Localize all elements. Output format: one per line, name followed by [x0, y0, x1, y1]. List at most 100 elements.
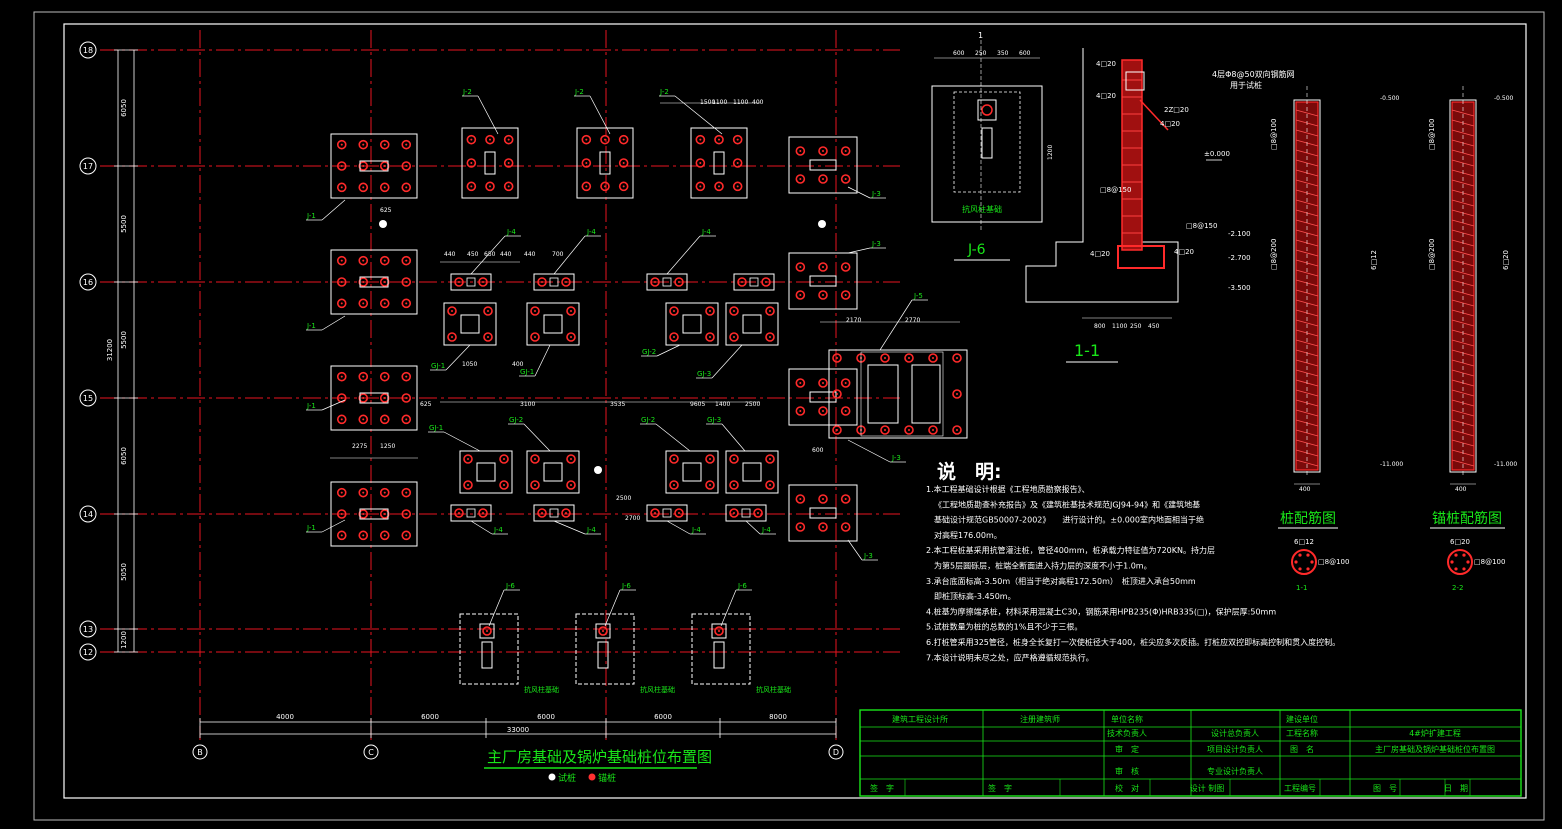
pile-center	[622, 162, 625, 164]
foundation-tag: J-4	[586, 526, 596, 534]
pile-mark	[732, 134, 743, 145]
note-line: 1.本工程基础设计根据《工程地质勘察报告》、	[926, 484, 1090, 494]
column-outline	[543, 314, 563, 334]
pile-center	[604, 138, 606, 141]
dim-label: 440	[524, 251, 536, 258]
spiral-stirrup	[1451, 249, 1475, 257]
pile-mark	[765, 332, 775, 342]
pile-center	[884, 429, 886, 431]
pile-center	[836, 429, 838, 431]
pile-mark	[379, 509, 390, 519]
axis-label: 18	[83, 46, 93, 55]
pile-mark	[928, 425, 938, 435]
pile-center	[844, 266, 847, 268]
pile-center	[956, 357, 958, 359]
foundation-tag: J-3	[891, 454, 901, 462]
pile-center	[383, 165, 386, 167]
section-label: 1-1	[1296, 584, 1307, 592]
pile-center	[908, 357, 910, 359]
spiral-stirrup	[1451, 389, 1475, 397]
foundation-tag: J-1	[306, 402, 316, 410]
pile-center	[534, 458, 536, 460]
pile-center	[718, 138, 720, 141]
pile-mark	[705, 480, 715, 490]
pile-center	[534, 484, 536, 486]
foundation-tag: J-4	[506, 228, 516, 236]
spiral-stirrup	[1295, 339, 1319, 347]
axis-bubble	[79, 157, 97, 175]
pile-center	[585, 138, 588, 141]
dim-label: 625	[380, 207, 392, 214]
foundation-tag: J-1	[306, 322, 316, 330]
pile-cap	[461, 127, 519, 199]
level-label: -0.500	[1380, 95, 1400, 102]
pile-mark	[379, 487, 390, 498]
column-outline	[466, 508, 476, 518]
leader-line	[443, 431, 481, 452]
pile-mark	[499, 480, 509, 490]
pile-cap	[526, 302, 580, 346]
titleblock-cell: 技术负责人	[1107, 728, 1147, 738]
pile-mark	[795, 378, 806, 388]
pile-mark	[705, 454, 715, 464]
pile-mark	[485, 181, 495, 192]
dim-label: 450	[1148, 323, 1160, 330]
dim-label: 1100	[712, 99, 727, 106]
pile-mark	[379, 298, 390, 309]
pile-mark	[358, 255, 369, 266]
pile-mark	[669, 454, 679, 464]
pile-center	[405, 281, 408, 283]
pile-center	[340, 534, 343, 537]
pile-mark	[618, 134, 629, 145]
rebar-dot	[1462, 553, 1466, 557]
section-marker: 1	[978, 31, 983, 40]
leader-line	[604, 589, 621, 627]
pile-center	[383, 259, 386, 262]
dim-label: 600	[953, 50, 965, 57]
pile-mark	[840, 146, 851, 156]
pile-center	[844, 294, 847, 296]
pile-center	[383, 418, 386, 421]
cap-outline	[330, 133, 418, 199]
pile-mark	[379, 161, 390, 171]
column-outline	[682, 314, 702, 334]
titleblock-cell: 单位名称	[1111, 714, 1143, 724]
cap-outline	[575, 613, 635, 685]
column-outline	[682, 462, 702, 482]
foundation-tag: GJ-1	[520, 368, 534, 376]
cap-outline	[665, 450, 719, 494]
rebar-label: □8@150	[1186, 222, 1217, 230]
pile-center	[699, 162, 702, 164]
pile-mark	[904, 353, 914, 363]
pile-mark	[447, 306, 457, 316]
pile-center	[340, 418, 343, 421]
pile-cap	[330, 133, 418, 199]
foundation-tag: J-3	[863, 552, 873, 560]
titleblock-cell: 主厂房基础及锅炉基础桩位布置图	[1375, 744, 1495, 754]
pile-mark	[581, 181, 592, 192]
column-outline	[476, 462, 496, 482]
pile-center	[699, 138, 702, 141]
dim-label: 1200	[120, 631, 128, 649]
pile-center	[458, 281, 460, 283]
column-outline	[741, 508, 751, 518]
axis-bubble	[363, 744, 379, 760]
note-line: 6.打桩管采用325管径，桩身全长复打一次使桩径大于400，桩尖应多次反插。打桩…	[926, 637, 1340, 647]
pile-detail-title: 桩配筋图	[1280, 510, 1336, 527]
axis-label: 14	[83, 510, 93, 519]
pile-mark	[358, 393, 369, 403]
pile-center	[932, 429, 934, 431]
test-pile-marker	[594, 466, 602, 474]
pile-mark	[695, 134, 706, 145]
column-outline	[662, 277, 672, 287]
leader-line	[847, 439, 891, 463]
pile-mark	[765, 480, 775, 490]
axis-label: 13	[83, 625, 93, 634]
pile-center	[487, 310, 489, 312]
pile-center	[822, 266, 824, 268]
foundation-tag: GJ-1	[429, 424, 443, 432]
pile-mark	[840, 522, 851, 532]
pile-mark	[765, 454, 775, 464]
